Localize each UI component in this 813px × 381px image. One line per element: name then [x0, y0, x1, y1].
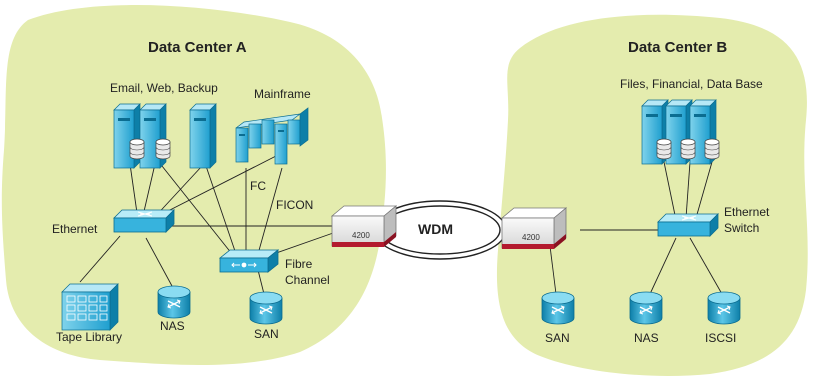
fibre-channel-label-line2: Channel: [285, 273, 330, 287]
ethernet-switch-label-line2: Switch: [724, 221, 759, 235]
storage-disk-icon: [629, 291, 663, 325]
tape-library-icon: [61, 283, 119, 331]
site-a-title: Data Center A: [148, 39, 247, 56]
storage-disk-icon: [707, 291, 741, 325]
ficon-label: FICON: [276, 198, 313, 212]
site-a-area: [1, 5, 386, 366]
wdm-label: WDM: [418, 221, 453, 237]
fibre-channel-switch-icon: [218, 249, 280, 273]
tape-library-label: Tape Library: [56, 330, 122, 344]
site-a-nas-label: NAS: [160, 319, 185, 333]
ethernet-label: Ethernet: [52, 222, 98, 236]
ethernet-switch-label-line1: Ethernet: [724, 205, 770, 219]
switch-icon: [657, 213, 719, 237]
site-b-title: Data Center B: [628, 39, 727, 56]
site-a-servers-label: Email, Web, Backup: [110, 81, 218, 95]
site-b-area: [496, 14, 808, 376]
switch-icon: [113, 209, 175, 233]
wdm-unit-icon: 4200: [331, 205, 397, 248]
server-icon: [113, 103, 171, 169]
storage-disk-icon: [249, 291, 283, 325]
storage-disk-icon: [157, 285, 191, 319]
wdm-link: [373, 200, 507, 260]
site-b-san-label: SAN: [545, 331, 570, 345]
storage-disk-icon: [541, 291, 575, 325]
mainframe-label: Mainframe: [254, 87, 311, 101]
fibre-channel-label-line1: Fibre: [285, 257, 313, 271]
wdm-unit-icon: 4200: [501, 207, 567, 250]
mainframe-icon: [235, 107, 309, 165]
fc-label: FC: [250, 179, 266, 193]
wdm-unit-b-model: 4200: [522, 233, 540, 242]
wdm-unit-a-model: 4200: [352, 231, 370, 240]
server-icon: [641, 99, 720, 165]
server-icon: [189, 103, 217, 169]
iscsi-label: ISCSI: [705, 331, 736, 345]
site-b-servers-label: Files, Financial, Data Base: [620, 77, 763, 91]
site-a-san-label: SAN: [254, 327, 279, 341]
site-b-nas-label: NAS: [634, 331, 659, 345]
